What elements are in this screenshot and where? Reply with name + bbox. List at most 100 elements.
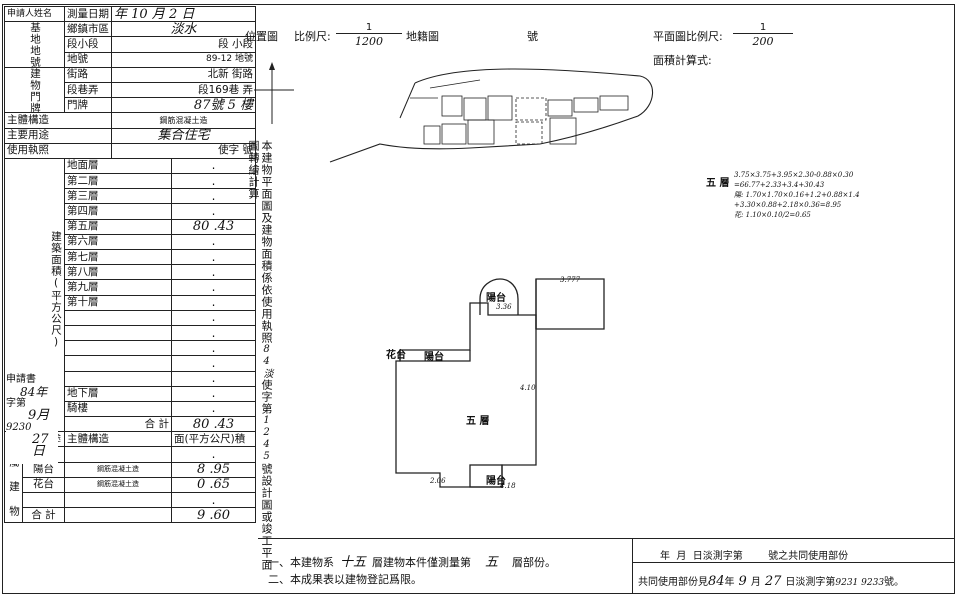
location-scale-denominator: 1200 [355,35,383,48]
floor-4: 第四層 [64,203,172,220]
plate-label: 建物門牌 [4,66,65,114]
attach-total-value: 9 .60 [171,507,256,524]
shared-year-unit: 年 [724,577,735,588]
shared-line-1: 年 月 日淡測字第 號之共同使用部份 [660,551,849,562]
total-value: 80 .43 [171,416,256,433]
survey-date-value: 年 10 月 2 日 [111,5,256,23]
application-label: 申請書 [6,374,36,385]
floor-blank-3-value: . [171,340,256,357]
floor-blank-4-value: . [171,355,256,372]
floor-5: 第五層 [64,218,172,235]
floor-9-value: . [171,279,256,296]
floor-blank-1-value: . [171,309,256,326]
attach-struct-2: 鋼筋混凝土造 [64,461,172,478]
floor-10-value: . [171,294,256,311]
document-frame [2,4,955,594]
floor-8-value: . [171,264,256,281]
floor-8: 第八層 [64,264,172,281]
plan-scale-label: 平面圖比例尺: [653,30,723,43]
balcony-label-top: 陽台 [486,293,506,304]
location-scale-numerator: 1 [336,22,402,34]
floor-10: 第十層 [64,294,172,311]
note-2: 二、本成果表以建物登記爲限。 [268,573,422,586]
floor-blank-5 [64,370,172,387]
floor-arcade: 騎樓 [64,400,172,418]
attach-usage-3: 花台 [22,476,65,494]
shared-ref-number: 9231 9233 [835,578,885,588]
floor-arcade-value: . [171,400,256,418]
shared-ref-label: 日淡測字第 [785,577,836,588]
shared-usage-box [632,538,955,594]
note-1-floors: 十五 [340,555,367,570]
source-note-license: 84淡 [261,344,272,379]
door-value: 87號 5 樓 [111,97,256,114]
floor-5-value: 80 .43 [171,218,256,235]
door-label: 門牌 [64,97,112,114]
calc-line-1: 3.75×3.75+3.95×2.30-0.88×0.30 [734,171,854,179]
calc-line-3: 陽: 1.70×1.70×0.16+1.2+0.88×1.4 [734,191,860,199]
total-label: 合 計 [64,416,172,433]
flower-label: 花台 [386,350,406,361]
attach-area-1: . [171,446,256,463]
base-label: 基地地號 [4,21,65,68]
usage-value: 集合住宅 [111,127,256,144]
attach-header-area: 面(平方公尺)積 [171,431,256,448]
attach-header-struct: 主體構造 [64,431,172,448]
area-calc-label: 面積計算式: [653,54,712,67]
dim-a: 3.36 [496,303,512,311]
floor-3: 第三層 [64,188,172,205]
note-1: 一、本建物系十五層建物本件僅測量第五層部份。 [268,551,556,570]
calc-line-4: +3.30×0.88+2.18×0.36=8.95 [734,201,842,209]
floor-1-value: . [171,157,256,175]
dim-top: 3.777 [560,276,581,284]
location-scale-label: 比例尺: [294,30,331,43]
floor-1: 地面層 [64,157,172,175]
section-value: 段 小段 [111,36,256,53]
attach-struct-5 [64,507,172,524]
cadastral-no-label: 號 [527,30,538,43]
balcony-label-left: 陽台 [424,352,444,363]
dim-c: 2.06 [430,477,446,485]
floor-plan-label: 五 層 [466,416,490,427]
application-word: 字第 [6,398,26,409]
area-label: 建築面積(平方公尺) [4,157,65,417]
application-year: 84年 [20,385,48,399]
attach-total-label: 合 計 [22,507,65,524]
note-1-suffix: 層部份。 [512,556,557,569]
calc-line-2: =66.77+2.33+3.4+30.43 [734,181,825,189]
street-value: 北新 街路 [111,66,256,83]
shared-month: 9 [738,574,747,589]
floor-7: 第七層 [64,248,172,266]
attach-usage-4 [22,491,65,509]
dim-d: 4.18 [500,482,516,490]
attach-struct-4 [64,491,172,509]
note-1-prefix: 一、本建物系 [268,556,334,569]
application-day: 27日 [32,432,49,459]
land-no-label: 地號 [64,51,112,68]
shared-prefix: 共同使用部份見 [638,577,708,588]
shared-year: 84 [708,574,725,589]
note-1-floor: 五 [485,555,499,570]
attach-usage-2: 陽台 [22,461,65,478]
attach-area-2: 8 .95 [171,461,256,478]
location-label: 位置圖 [245,30,278,43]
floor-blank-1 [64,309,172,326]
floor-7-value: . [171,248,256,266]
floor-blank-3 [64,340,172,357]
shared-suffix: 號。 [884,577,905,588]
source-note-text-3: 號設計圖或竣工平面圖轉繪計算 [247,140,273,571]
township-label: 鄉鎮市區 [64,21,112,38]
floor-2-value: . [171,173,256,190]
building-form-table: 申請人姓名 測量日期 年 10 月 2 日 基地地號 鄉鎮市區 淡水 段小段 段… [4,5,256,524]
application-block: 申請書 84年 字第 9月 9230 27日 [6,374,58,464]
township-value: 淡水 [111,21,256,38]
license-value: 使字 號 [111,142,256,159]
attach-area-4: . [171,491,256,509]
floor-6: 第六層 [64,233,172,251]
land-no-value: 89-12 地號 [111,51,256,68]
note-1-mid: 層建物本件僅測量第 [372,556,472,569]
structure-label: 主體構造 [4,112,112,129]
plan-scale-denominator: 200 [752,35,774,48]
plan-scale-numerator: 1 [733,22,793,34]
application-number: 9230 [6,422,32,433]
